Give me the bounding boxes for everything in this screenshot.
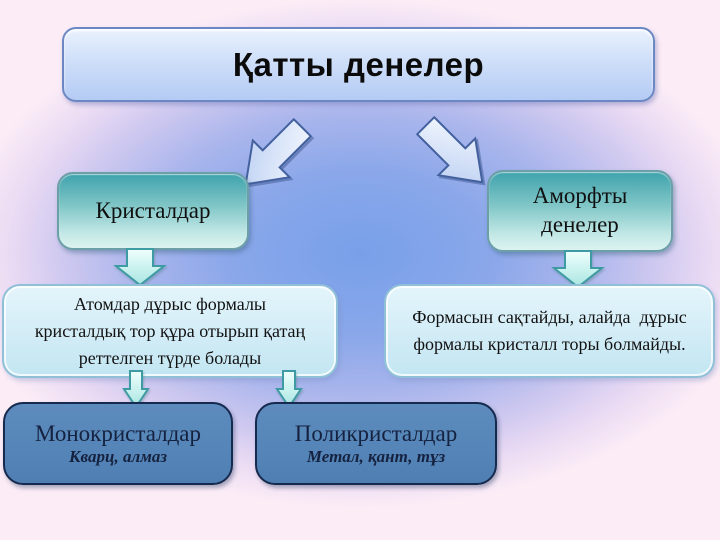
node-crystals: Кристалдар	[57, 172, 249, 250]
slide-title: Қатты денелер	[232, 45, 485, 83]
node-polycrystals: Поликристалдар Метал, қант, тұз	[255, 402, 497, 485]
connector-arrow-down-icon	[275, 370, 303, 409]
polycrystals-examples: Метал, қант, тұз	[306, 447, 446, 467]
monocrystals-examples: Кварц, алмаз	[69, 447, 167, 467]
node-amorphous: Аморфты денелер	[487, 170, 673, 252]
crystals-description-box: Атомдар дұрыс формалы кристалдық тор құр…	[2, 284, 338, 378]
amorphous-description: Формасын сақтайды, алайда дұрыс формалы …	[412, 307, 687, 354]
title-box: Қатты денелер	[62, 27, 655, 102]
crystals-label: Кристалдар	[95, 197, 211, 223]
monocrystals-title: Монокристалдар	[34, 420, 201, 446]
crystals-description: Атомдар дұрыс формалы кристалдық тор құр…	[34, 293, 306, 368]
connector-arrow-down-icon	[551, 250, 605, 289]
polycrystals-title: Поликристалдар	[294, 420, 458, 446]
amorphous-description-box: Формасын сақтайды, алайда дұрыс формалы …	[384, 284, 715, 378]
node-monocrystals: Монокристалдар Кварц, алмаз	[3, 402, 233, 485]
amorphous-label: Аморфты денелер	[532, 183, 628, 237]
connector-arrow-down-icon	[122, 370, 150, 409]
arrow-down-right-icon	[415, 115, 484, 184]
arrow-down-left-icon	[244, 117, 313, 186]
connector-arrow-down-icon	[113, 248, 167, 287]
